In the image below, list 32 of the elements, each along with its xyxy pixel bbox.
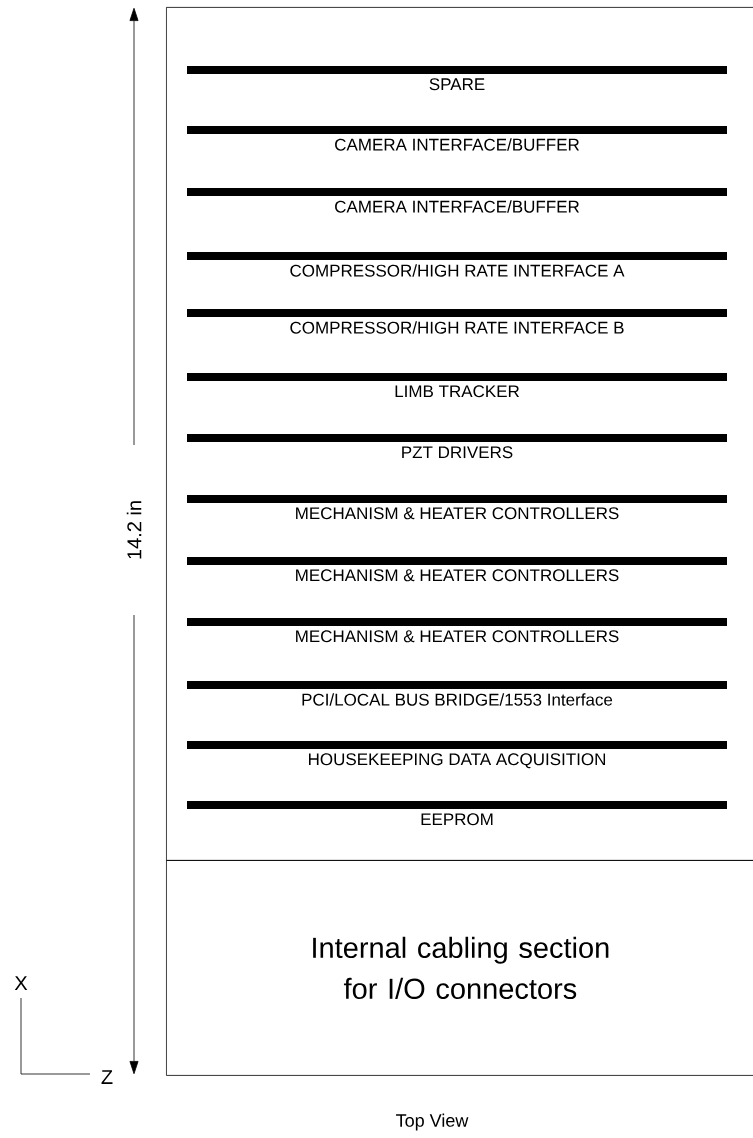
- circuit-board: COMPRESSOR/HIGH RATE INTERFACE A: [187, 252, 727, 277]
- node-label: SPARE: [429, 78, 485, 91]
- node-label: HOUSEKEEPING DATA ACQUISITION: [309, 753, 606, 769]
- dimension-label: 14.2 in: [126, 501, 142, 559]
- circuit-board: HOUSEKEEPING DATA ACQUISITION: [187, 741, 727, 769]
- node-label: MECHANISM & HEATER CONTROLLERS: [296, 630, 619, 643]
- circuit-board: EEPROM: [187, 801, 727, 826]
- axis-label: Z: [101, 1070, 113, 1084]
- circuit-board: LIMB TRACKER: [187, 373, 727, 398]
- circuit-board: MECHANISM & HEATER CONTROLLERS: [187, 618, 727, 643]
- circuit-board: MECHANISM & HEATER CONTROLLERS: [187, 557, 727, 582]
- node-label: MECHANISM & HEATER CONTROLLERS: [296, 569, 619, 582]
- node-label: EEPROM: [421, 813, 493, 826]
- circuit-board: MECHANISM & HEATER CONTROLLERS: [187, 495, 727, 520]
- node-label: COMPRESSOR/HIGH RATE INTERFACE A: [290, 264, 625, 277]
- node-label: MECHANISM & HEATER CONTROLLERS: [296, 507, 619, 520]
- circuit-board: SPARE: [187, 66, 727, 91]
- circuit-board: COMPRESSOR/HIGH RATE INTERFACE B: [187, 309, 727, 334]
- circuit-board: CAMERA INTERFACE/BUFFER: [187, 188, 727, 213]
- card-cage: [166, 7, 753, 861]
- caption: Top View: [396, 1113, 469, 1131]
- node-label: PZT DRIVERS: [402, 446, 513, 459]
- axis-label: X: [14, 976, 28, 990]
- node-label: CAMERA INTERFACE/BUFFER: [335, 138, 580, 151]
- node-label: PCI/LOCAL BUS BRIDGE/1553 Interface: [302, 693, 613, 706]
- node-label: CAMERA INTERFACE/BUFFER: [335, 200, 580, 213]
- node-label: COMPRESSOR/HIGH RATE INTERFACE B: [290, 321, 624, 334]
- node-label: LIMB TRACKER: [395, 385, 520, 398]
- circuit-board: PCI/LOCAL BUS BRIDGE/1553 Interface: [187, 681, 727, 706]
- cabling-section: Internal cabling section for I/O connectors: [166, 860, 753, 1076]
- circuit-board: PZT DRIVERS: [187, 434, 727, 459]
- circuit-board: CAMERA INTERFACE/BUFFER: [187, 126, 727, 151]
